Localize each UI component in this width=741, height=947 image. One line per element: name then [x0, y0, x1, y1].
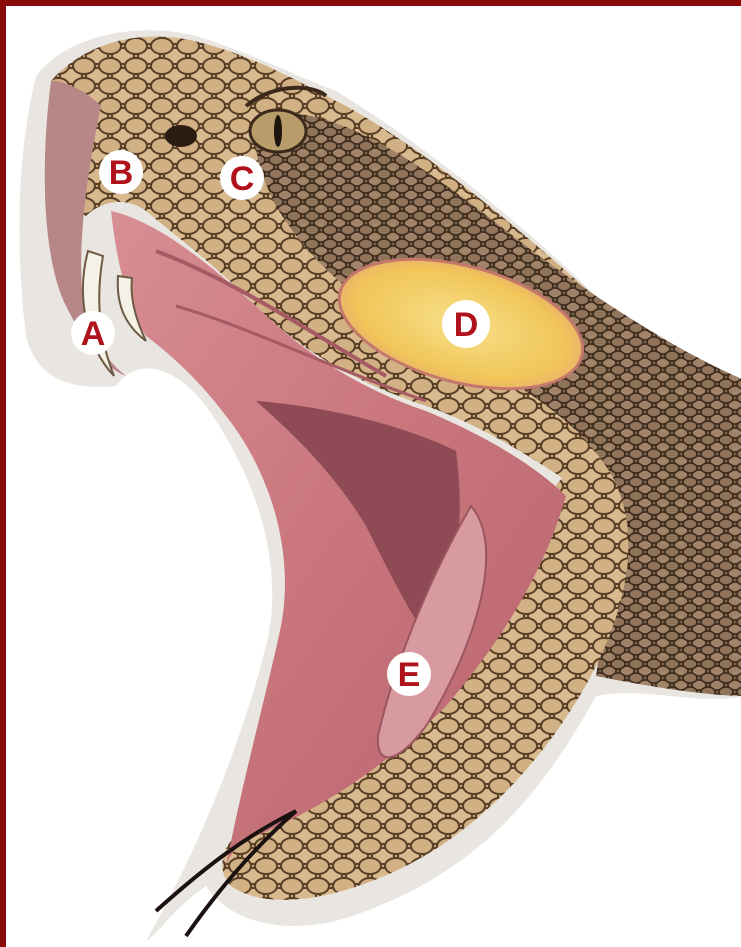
- eye-pupil: [274, 115, 282, 147]
- label-c[interactable]: C: [220, 156, 264, 200]
- label-d-text: D: [454, 306, 479, 344]
- label-b[interactable]: B: [99, 150, 143, 194]
- label-b-text: B: [109, 154, 134, 192]
- label-e[interactable]: E: [387, 652, 431, 696]
- label-d[interactable]: D: [442, 300, 490, 348]
- loreal-pit: [165, 125, 197, 147]
- snake-head-illustration: A B C D E: [6, 6, 741, 947]
- label-a[interactable]: A: [71, 311, 115, 355]
- label-c-text: C: [230, 160, 255, 198]
- label-e-text: E: [398, 656, 421, 694]
- label-a-text: A: [81, 315, 106, 353]
